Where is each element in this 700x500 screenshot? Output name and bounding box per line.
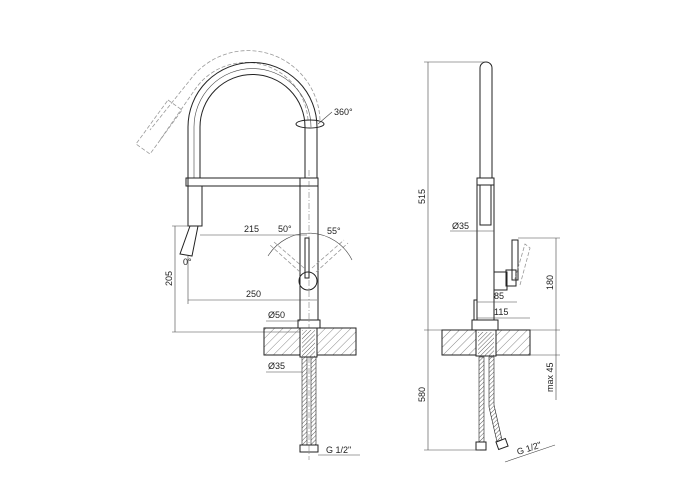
spout-arc-center: [193, 68, 312, 178]
dia-35: Ø35: [268, 361, 285, 371]
ghost-spout-outer: [149, 50, 321, 131]
hose-left: [301, 356, 308, 446]
side-dia-35: Ø35: [452, 221, 469, 231]
dim-115: 115: [494, 307, 508, 317]
rotation-label: 360°: [334, 107, 353, 117]
spout-arc-inner: [199, 74, 306, 178]
spout-tube: [479, 61, 493, 178]
hose-fitting: [299, 444, 319, 453]
dim-580: 580: [417, 387, 427, 402]
dim-250: 250: [246, 289, 261, 299]
spray-holder: [187, 185, 203, 227]
side-hose-right: [488, 356, 503, 443]
dim-215: 215: [244, 224, 259, 234]
dim-515: 515: [417, 189, 427, 204]
angle-right-label: 55°: [327, 226, 341, 236]
crossbar: [185, 177, 319, 187]
thread-label: G 1/2": [326, 445, 351, 455]
hose-right: [310, 356, 317, 446]
dim-205: 205: [164, 271, 174, 286]
dim-max-45: max 45: [545, 362, 555, 392]
angle-left-label: 50°: [278, 224, 292, 234]
spray-angle-label: 0°: [183, 257, 192, 267]
side-thread-label: G 1/2": [516, 440, 543, 457]
side-hose-left: [478, 356, 485, 443]
spout-arc-outer: [187, 62, 318, 186]
front-view: 360° 0° 50° 55° 215 250 205 Ø50 Ø35 G 1/…: [135, 50, 360, 460]
side-handle: [511, 239, 519, 281]
side-view: 515 Ø35 85 115 180 max 45 580 G 1/2": [417, 61, 560, 463]
ghost-spray-head: [135, 99, 183, 155]
handle-knob: [298, 271, 318, 291]
handle: [304, 237, 310, 279]
ghost-spout-inner: [159, 62, 309, 141]
dim-85: 85: [494, 291, 504, 301]
side-handle-body: [505, 269, 517, 287]
rotation-arrow: [295, 119, 325, 129]
dim-180: 180: [545, 275, 555, 290]
dia-50: Ø50: [268, 310, 285, 320]
